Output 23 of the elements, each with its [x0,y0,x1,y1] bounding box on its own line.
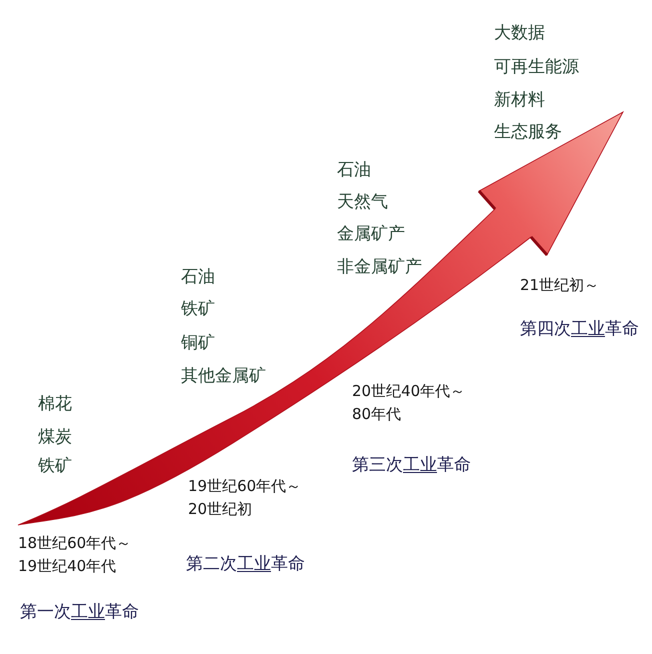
stage-title: 第一次工业革命 [20,602,139,622]
resource-label: 天然气 [337,192,388,212]
resource-label: 石油 [337,160,371,180]
resource-label: 铜矿 [181,333,215,353]
resource-label: 煤炭 [38,427,72,447]
resource-label: 其他金属矿 [181,366,266,386]
resource-label: 铁矿 [38,456,72,476]
resource-label: 大数据 [494,23,545,43]
period-label: 19世纪60年代～20世纪初 [188,476,302,520]
resource-label: 棉花 [38,394,72,414]
period-label: 20世纪40年代～80年代 [352,381,466,425]
stage-title: 第二次工业革命 [186,554,305,574]
resource-label: 生态服务 [494,122,562,142]
period-label: 18世纪60年代～19世纪40年代 [18,533,132,577]
stage-title: 第四次工业革命 [520,319,639,339]
resource-label: 石油 [181,267,215,287]
resource-label: 金属矿产 [337,224,405,244]
resource-label: 可再生能源 [494,57,579,77]
period-label: 21世纪初～ [520,275,600,296]
resource-label: 新材料 [494,90,545,110]
stage-title: 第三次工业革命 [352,455,471,475]
resource-label: 非金属矿产 [337,257,422,277]
resource-label: 铁矿 [181,299,215,319]
